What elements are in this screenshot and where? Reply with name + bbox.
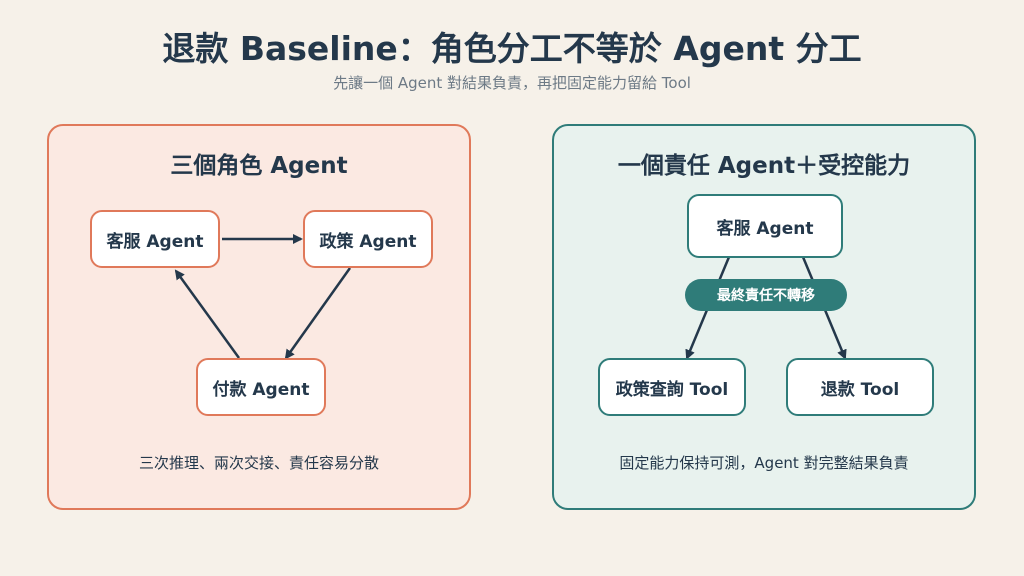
node-customer-agent-central: 客服 Agent [687, 194, 843, 258]
node-payment-agent: 付款 Agent [196, 358, 326, 416]
node-refund-tool: 退款 Tool [786, 358, 934, 416]
multi-agent-arrows [174, 234, 352, 360]
node-policy-agent: 政策 Agent [303, 210, 433, 268]
node-policy-tool: 政策查詢 Tool [598, 358, 746, 416]
single-agent-panel-title: 一個責任 Agent＋受控能力 [617, 153, 911, 179]
multi-agent-panel: 三個角色 Agent 客服 Agent 政策 Agent 付款 Agent 三次… [47, 124, 471, 510]
node-customer-agent: 客服 Agent [90, 210, 220, 268]
page-title: 退款 Baseline：角色分工不等於 Agent 分工 [162, 29, 862, 68]
arrow-policy-to-payment [284, 267, 352, 360]
single-agent-caption: 固定能力保持可測，Agent 對完整結果負責 [619, 454, 909, 472]
single-agent-panel: 一個責任 Agent＋受控能力 客服 Agent 最終責任不轉移 政策查詢 To… [552, 124, 976, 510]
multi-agent-panel-title: 三個角色 Agent [170, 153, 348, 179]
responsibility-badge: 最終責任不轉移 [685, 279, 847, 311]
multi-agent-caption: 三次推理、兩次交接、責任容易分散 [138, 454, 379, 472]
arrow-payment-to-customer [174, 269, 241, 359]
page-subtitle: 先讓一個 Agent 對結果負責，再把固定能力留給 Tool [333, 74, 691, 92]
